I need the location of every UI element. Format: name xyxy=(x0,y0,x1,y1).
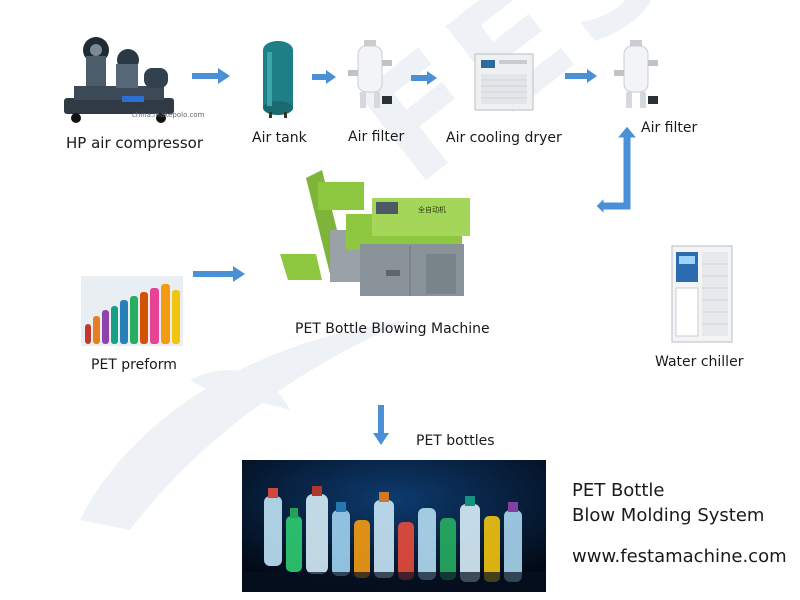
arrow-down-icon xyxy=(373,405,389,445)
image-credit: china.makepolo.com xyxy=(132,111,205,119)
pet-preform-image xyxy=(81,276,183,346)
water-chiller-label: Water chiller xyxy=(655,354,744,370)
elbow-arrow-icon xyxy=(596,126,639,216)
blowing-machine-image xyxy=(280,170,470,296)
water-chiller-image xyxy=(671,245,733,343)
pet-bottles-label: PET bottles xyxy=(416,433,495,449)
machine-panel-text: 全自动机 xyxy=(418,206,446,214)
hp-air-compressor-label: HP air compressor xyxy=(66,134,203,152)
website-link[interactable]: www.festamachine.com xyxy=(572,546,787,567)
system-title: PET Bottle Blow Molding System xyxy=(572,478,764,528)
arrow-right-icon xyxy=(193,266,245,282)
system-title-line1: PET Bottle xyxy=(572,480,665,501)
air-filter-label-2: Air filter xyxy=(641,120,698,136)
blowing-machine-label: PET Bottle Blowing Machine xyxy=(295,321,490,337)
air-tank-image xyxy=(263,41,293,118)
pet-bottles-image xyxy=(242,460,546,592)
air-filter-image xyxy=(348,40,392,108)
air-filter-label: Air filter xyxy=(348,129,405,145)
air-filter-image xyxy=(614,40,658,108)
arrow-right-icon xyxy=(192,68,230,84)
air-cooling-dryer-image xyxy=(474,53,534,111)
arrow-right-icon xyxy=(565,69,597,83)
air-tank-label: Air tank xyxy=(252,130,307,146)
watermark-swoosh xyxy=(80,320,410,530)
system-title-line2: Blow Molding System xyxy=(572,505,765,526)
arrow-right-icon xyxy=(411,71,437,85)
arrow-right-icon xyxy=(312,70,336,84)
air-compressor-image xyxy=(56,34,181,126)
air-cooling-dryer-label: Air cooling dryer xyxy=(446,130,562,146)
pet-preform-label: PET preform xyxy=(91,357,177,373)
